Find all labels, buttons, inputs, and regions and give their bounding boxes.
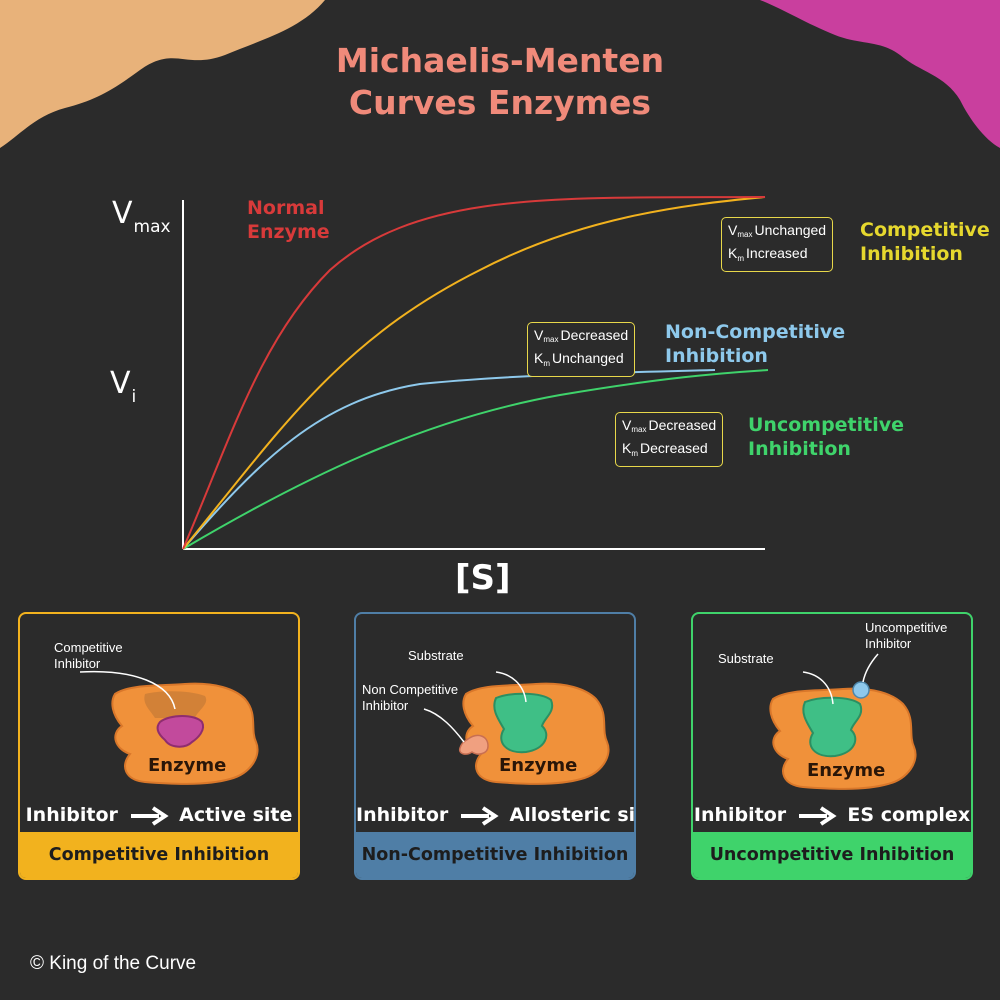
callout-inhibitor	[423, 708, 465, 743]
uncompetitive-line-2: Inhibition	[748, 438, 851, 460]
label-uncompetitive-inhibitor: Uncompetitive Inhibitor	[865, 620, 947, 652]
noncompetitive-line-2: Inhibition	[665, 345, 768, 367]
nci-line-2: Inhibitor	[362, 698, 409, 713]
tag-c-vsub: max	[737, 230, 753, 240]
uci-line-1: Uncompetitive	[865, 620, 948, 635]
uncompetitive-inhibitor-shape	[852, 681, 870, 699]
enzyme-label: Enzyme	[499, 755, 578, 776]
y-axis-vmax-label: Vmax	[112, 196, 171, 237]
tag-c-vtext: Unchanged	[754, 222, 827, 238]
noncompetitive-line-1: Non-Competitive	[665, 321, 846, 343]
enzyme-label: Enzyme	[807, 760, 886, 781]
tag-u-k: K	[622, 440, 632, 457]
mechanism-right: Allosteric site	[509, 804, 636, 826]
vi-sub: i	[131, 387, 137, 408]
ci-line-2: Inhibitor	[54, 656, 101, 671]
michaelis-menten-plot	[182, 196, 769, 550]
callout-substrate	[495, 671, 527, 703]
label-uncompetitive-inhibition: Uncompetitive Inhibition	[748, 413, 904, 461]
tag-u-ktext: Decreased	[640, 440, 708, 457]
tag-n-vtext: Decreased	[560, 327, 629, 343]
tag-u-ksub: m	[631, 448, 639, 458]
curve-competitive	[182, 196, 766, 550]
enzyme-illustration	[769, 653, 917, 790]
tag-n-v: V	[534, 327, 544, 343]
mechanism-left: Inhibitor	[25, 804, 118, 826]
tag-c-k: K	[728, 245, 738, 262]
normal-line-2: Enzyme	[247, 221, 330, 243]
label-competitive-inhibitor: Competitive Inhibitor	[54, 640, 123, 672]
copyright-icon: ©	[30, 953, 44, 974]
label-substrate: Substrate	[718, 651, 774, 666]
corner-blob-left	[0, 0, 325, 148]
enzyme-illustration	[423, 671, 610, 785]
enzyme-label: Enzyme	[148, 755, 227, 776]
page-title: Michaelis-Menten Curves Enzymes	[0, 40, 1000, 124]
mechanism-right: ES complex	[847, 804, 971, 826]
normal-line-1: Normal	[247, 197, 325, 219]
nci-line-1: Non Competitive	[362, 682, 459, 697]
tag-u-vsub: max	[631, 425, 647, 435]
right-arrow-icon	[460, 805, 499, 826]
mechanism-row: Inhibitor Allosteric site	[356, 804, 634, 827]
tag-u-vtext: Decreased	[648, 417, 717, 433]
label-substrate: Substrate	[408, 648, 464, 663]
substrate-shape	[493, 692, 554, 754]
copyright-text: King of the Curve	[49, 953, 197, 974]
tag-u-v: V	[622, 417, 632, 433]
active-site	[144, 691, 207, 718]
tag-c-ksub: m	[737, 253, 745, 263]
mechanism-right: Active site	[179, 804, 293, 826]
uci-line-2: Inhibitor	[865, 636, 912, 651]
substrate-shape	[802, 696, 863, 758]
panel-footer: Uncompetitive Inhibition	[693, 832, 971, 878]
tag-n-ksub: m	[543, 358, 551, 368]
mechanism-left: Inhibitor	[693, 804, 787, 826]
mechanism-row: Inhibitor ES complex	[693, 804, 971, 827]
title-line-1: Michaelis-Menten	[335, 41, 665, 80]
vmax-v: V	[112, 196, 133, 231]
callout-inhibitor	[862, 653, 879, 683]
tag-c-v: V	[728, 222, 738, 238]
panel-competitive: Competitive Inhibitor Enzyme Inhibitor A…	[18, 612, 300, 880]
curve-normal	[182, 196, 766, 550]
panel-footer: Competitive Inhibition	[20, 832, 298, 878]
panel-uncompetitive: Substrate Uncompetitive Inhibitor Enzyme…	[691, 612, 973, 880]
corner-blob-right	[760, 0, 1000, 148]
competitive-inhibitor-shape	[156, 715, 204, 748]
panel-noncompetitive: Substrate Non Competitive Inhibitor Enzy…	[354, 612, 636, 880]
callout-line	[79, 670, 176, 710]
tag-n-k: K	[534, 350, 544, 367]
tag-n-vsub: max	[543, 335, 559, 345]
vi-v: V	[110, 366, 131, 401]
ci-line-1: Competitive	[54, 640, 123, 655]
y-axis-vi-label: Vi	[110, 366, 136, 407]
competitive-line-2: Inhibition	[860, 243, 963, 265]
curve-uncompetitive	[182, 369, 769, 550]
mechanism-left: Inhibitor	[356, 804, 449, 826]
uncompetitive-line-1: Uncompetitive	[748, 414, 905, 436]
panel-footer: Non-Competitive Inhibition	[356, 832, 634, 878]
label-noncompetitive-inhibition: Non-Competitive Inhibition	[665, 320, 845, 368]
x-axis-label: [S]	[455, 558, 511, 598]
tag-c-ktext: Increased	[746, 245, 808, 262]
callout-substrate	[802, 671, 834, 705]
label-competitive-inhibition: Competitive Inhibition	[860, 218, 990, 266]
right-arrow-icon	[798, 805, 837, 826]
title-line-2: Curves Enzymes	[348, 83, 652, 122]
label-noncompetitive-inhibitor: Non Competitive Inhibitor	[362, 682, 458, 714]
label-normal-enzyme: Normal Enzyme	[247, 196, 330, 244]
enzyme-illustration	[79, 670, 259, 785]
mechanism-row: Inhibitor Active site	[20, 804, 298, 827]
competitive-line-1: Competitive	[860, 219, 990, 241]
vmax-sub: max	[133, 217, 171, 238]
copyright-notice: © King of the Curve	[30, 953, 196, 975]
tag-n-ktext: Unchanged	[552, 350, 624, 367]
right-arrow-icon	[130, 805, 169, 826]
allosteric-inhibitor-shape	[458, 734, 489, 755]
